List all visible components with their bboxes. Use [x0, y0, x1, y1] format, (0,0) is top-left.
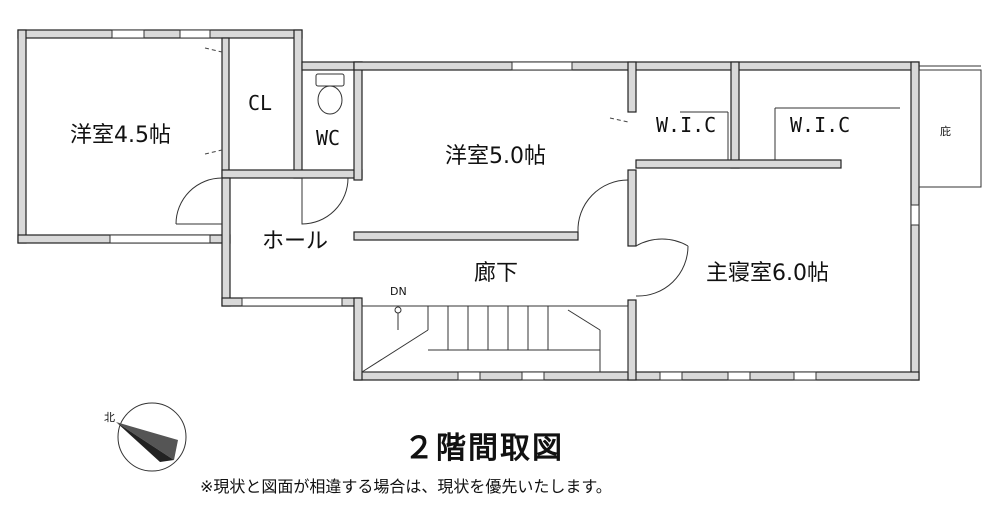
room-label-western-4-5: 洋室4.5帖: [70, 123, 171, 148]
disclaimer-note: ※現状と図面が相違する場合は、現状を優先いたします。: [200, 477, 612, 496]
stair-down-label: DN: [390, 285, 407, 298]
plan-title: ２階間取図: [404, 431, 564, 466]
compass-icon: 北: [104, 402, 187, 472]
compass-north-label: 北: [104, 411, 115, 424]
room-label-corridor: 廊下: [474, 261, 518, 286]
room-label-western-5-0: 洋室5.0帖: [445, 144, 546, 169]
windows: [109, 29, 920, 381]
room-label-hall: ホール: [262, 229, 328, 254]
room-label-master-bedroom: 主寝室6.0帖: [706, 261, 829, 286]
room-label-eaves: 庇: [940, 124, 951, 138]
room-label-closet: CL: [248, 91, 272, 115]
fixtures: [175, 47, 982, 373]
staircase: [361, 305, 629, 373]
room-label-wic-left: W.I.C: [656, 113, 716, 137]
room-label-wic-right: W.I.C: [790, 113, 850, 137]
room-label-toilet: WC: [316, 126, 340, 150]
